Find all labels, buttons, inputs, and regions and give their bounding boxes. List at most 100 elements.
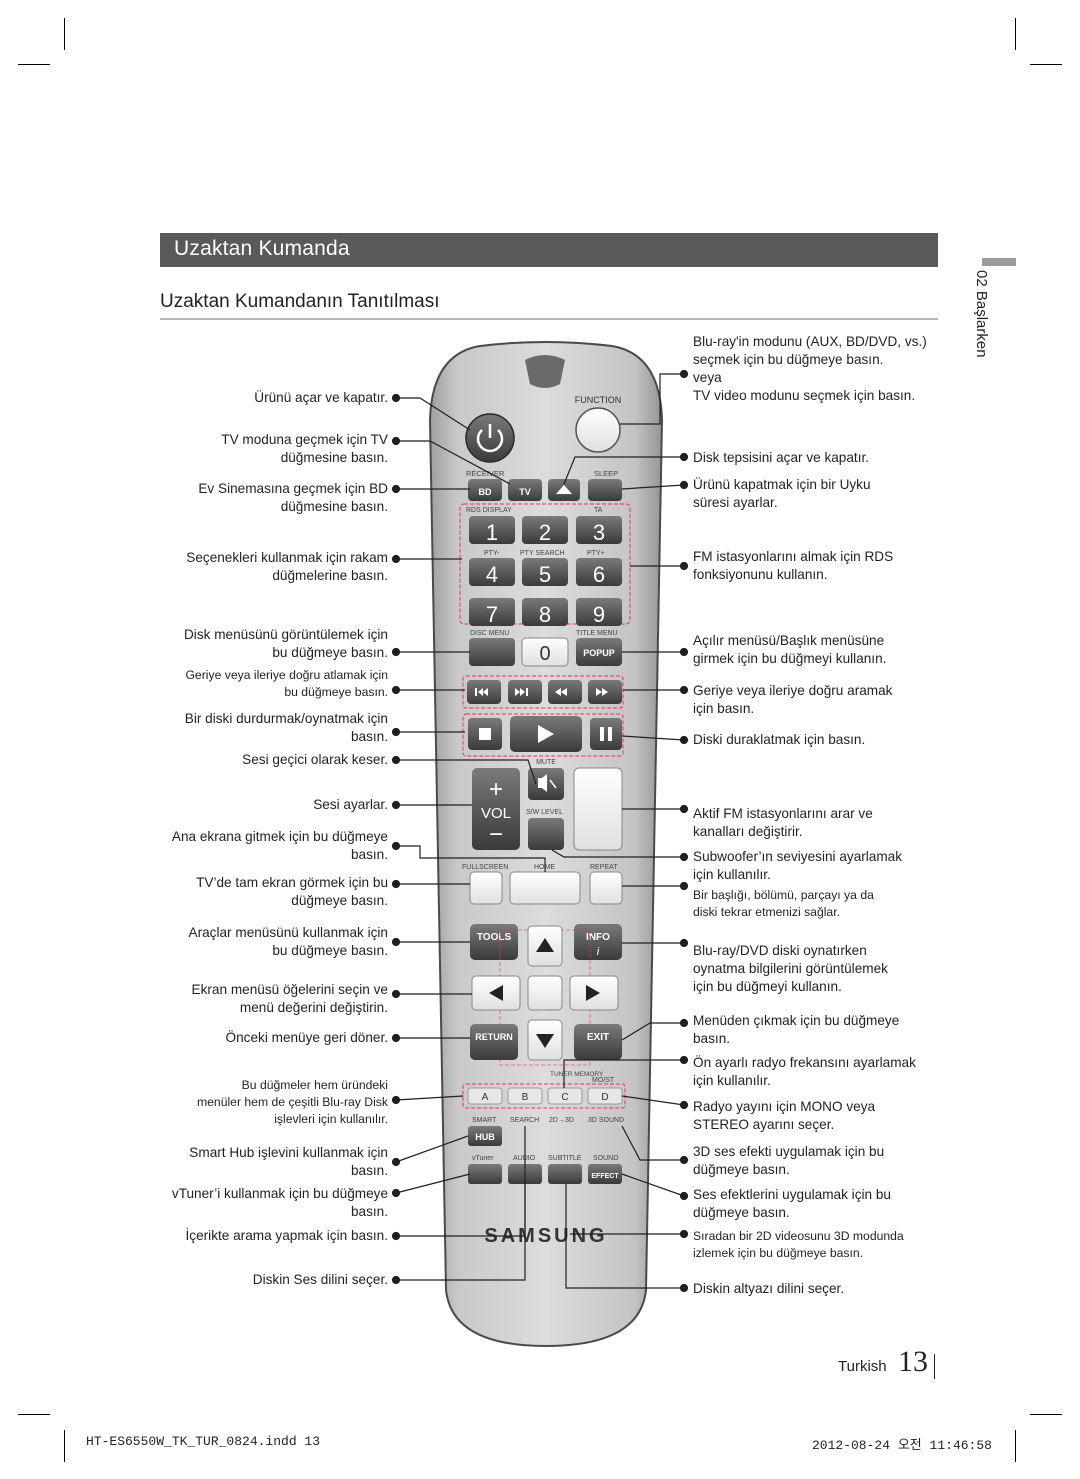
svg-text:2: 2 xyxy=(539,520,551,545)
crop-mark xyxy=(1030,64,1062,65)
label-color-keys: Bu düğmeler hem üründeki menüler hem de … xyxy=(196,1078,388,1126)
svg-text:+: + xyxy=(489,776,503,803)
svg-text:6: 6 xyxy=(593,562,605,587)
eject-icon xyxy=(556,485,572,494)
tv-button xyxy=(508,479,542,501)
label-mo-st: Radyo yayını için MONO veya STEREO ayarı… xyxy=(693,1099,876,1132)
side-tab-marker xyxy=(982,258,1016,266)
fullscreen-button xyxy=(469,871,503,905)
label-smart-hub: Smart Hub işlevini kullanmak için basın. xyxy=(189,1145,388,1178)
svg-text:−: − xyxy=(489,821,503,848)
label-stop-play: Bir diski durdurmak/oynatmak için basın. xyxy=(184,711,388,744)
repeat-button xyxy=(589,871,623,905)
label-volume: Sesi ayarlar. xyxy=(313,797,388,812)
svg-text:POPUP: POPUP xyxy=(583,648,615,658)
footer-language: Turkish xyxy=(838,1358,887,1375)
label-popup: Açılır menüsü/Başlık menüsüne girmek içi… xyxy=(693,633,887,666)
disc-menu-button xyxy=(469,638,515,666)
svg-text:4: 4 xyxy=(486,562,498,587)
label-fullscreen: TV’de tam ekran görmek için bu düğmeye b… xyxy=(196,875,388,908)
svg-text:BD: BD xyxy=(479,487,492,497)
svg-text:2D→3D: 2D→3D xyxy=(549,1117,574,1124)
smart-hub-button xyxy=(468,1126,502,1146)
crop-mark xyxy=(18,64,50,65)
svg-text:5: 5 xyxy=(539,562,551,587)
crop-mark xyxy=(64,1430,65,1462)
svg-text:PTY-: PTY- xyxy=(484,550,500,557)
svg-text:TITLE MENU: TITLE MENU xyxy=(576,630,618,637)
section-header-bar xyxy=(160,233,938,267)
label-power: Ürünü açar ve kapatır. xyxy=(254,390,388,405)
label-return: Önceki menüye geri döner. xyxy=(225,1030,388,1045)
file-name: HT-ES6550W_TK_TUR_0824.indd 13 xyxy=(86,1434,321,1449)
label-pause: Diski duraklatmak için basın. xyxy=(693,732,866,747)
svg-text:SAMSUNG: SAMSUNG xyxy=(484,1225,607,1247)
svg-text:1: 1 xyxy=(486,520,498,545)
svg-text:vTuner: vTuner xyxy=(472,1155,494,1162)
label-function: Blu-ray'in modunu (AUX, BD/DVD, vs.) seç… xyxy=(693,334,927,403)
volume-rocker xyxy=(472,768,520,850)
play-icon xyxy=(538,725,554,743)
label-repeat: Bir başlığı, bölümü, parçayı ya da diski… xyxy=(693,888,874,919)
label-search-fwd-back: Geriye veya ileriye doğru aramak için ba… xyxy=(693,683,893,716)
page-subtitle: Uzaktan Kumandanın Tanıtılması xyxy=(160,291,440,312)
label-tv: TV moduna geçmek için TV düğmesine basın… xyxy=(221,432,388,465)
svg-text:TUNER MEMORY: TUNER MEMORY xyxy=(550,1071,604,1078)
svg-text:PTY SEARCH: PTY SEARCH xyxy=(520,550,565,557)
subtitle-button xyxy=(548,1164,582,1184)
label-sw-level: Subwoofer’ın seviyesini ayarlamak için k… xyxy=(693,849,903,882)
svg-text:FUNCTION: FUNCTION xyxy=(575,395,622,405)
svg-text:3D SOUND: 3D SOUND xyxy=(588,1117,624,1124)
svg-text:RECEIVER: RECEIVER xyxy=(466,469,505,478)
label-audio: Diskin Ses dilini seçer. xyxy=(252,1272,388,1287)
page-number-rule xyxy=(934,1354,935,1379)
svg-text:SEARCH: SEARCH xyxy=(510,1117,539,1124)
svg-text:D: D xyxy=(601,1092,608,1103)
label-exit: Menüden çıkmak için bu düğmeye basın. xyxy=(693,1013,900,1046)
crop-mark xyxy=(64,18,65,50)
label-info: Blu-ray/DVD diski oynatırken oynatma bil… xyxy=(693,943,888,994)
svg-text:EXIT: EXIT xyxy=(587,1032,609,1043)
ir-window xyxy=(525,355,565,388)
svg-text:8: 8 xyxy=(539,602,551,627)
label-navigation: Ekran menüsü öğelerini seçin ve menü değ… xyxy=(191,982,388,1015)
svg-text:FULLSCREEN: FULLSCREEN xyxy=(462,864,508,871)
svg-text:MUTE: MUTE xyxy=(536,759,556,766)
label-tuner-memory: Ön ayarlı radyo frekansını ayarlamak içi… xyxy=(693,1055,916,1088)
svg-text:TOOLS: TOOLS xyxy=(477,932,512,943)
svg-text:HUB: HUB xyxy=(475,1132,495,1142)
vtuner-button xyxy=(468,1164,502,1184)
svg-text:C: C xyxy=(561,1092,568,1103)
label-sleep: Ürünü kapatmak için bir Uyku süresi ayar… xyxy=(693,477,871,510)
sw-level-button xyxy=(528,818,564,850)
page-number: 13 xyxy=(898,1345,928,1378)
svg-text:S/W LEVEL: S/W LEVEL xyxy=(526,809,563,816)
label-tools: Araçlar menüsünü kullanmak için bu düğme… xyxy=(188,925,388,958)
mute-icon xyxy=(538,774,547,792)
svg-text:TV: TV xyxy=(519,487,531,497)
svg-text:0: 0 xyxy=(539,643,550,665)
svg-text:SUBTITLE: SUBTITLE xyxy=(548,1155,582,1162)
label-subtitle: Diskin altyazı dilini seçer. xyxy=(693,1281,845,1296)
svg-text:3: 3 xyxy=(593,520,605,545)
svg-text:DISC MENU: DISC MENU xyxy=(470,630,509,637)
svg-text:EFFECT: EFFECT xyxy=(591,1173,619,1180)
return-button xyxy=(470,1024,518,1060)
home-button xyxy=(509,871,581,905)
label-search: İçerikte arama yapmak için basın. xyxy=(185,1228,388,1243)
label-3d-sound: 3D ses efekti uygulamak için bu düğmeye … xyxy=(693,1144,885,1177)
crop-mark xyxy=(18,1414,50,1415)
svg-text:i: i xyxy=(597,946,600,958)
info-button xyxy=(574,924,622,960)
label-effect: Ses efektlerini uygulamak için bu düğmey… xyxy=(693,1187,891,1220)
tuning-rocker xyxy=(573,767,623,851)
svg-text:SOUND: SOUND xyxy=(593,1155,618,1162)
bd-button xyxy=(468,479,502,501)
label-vtuner: vTuner’i kullanmak için bu düğmeye basın… xyxy=(171,1186,388,1219)
popup-button xyxy=(576,638,622,666)
svg-text:A: A xyxy=(482,1092,489,1103)
section-title: Uzaktan Kumanda xyxy=(174,237,350,260)
label-2d-3d: Sıradan bir 2D videosunu 3D modunda izle… xyxy=(693,1229,904,1260)
sleep-button xyxy=(588,479,622,501)
